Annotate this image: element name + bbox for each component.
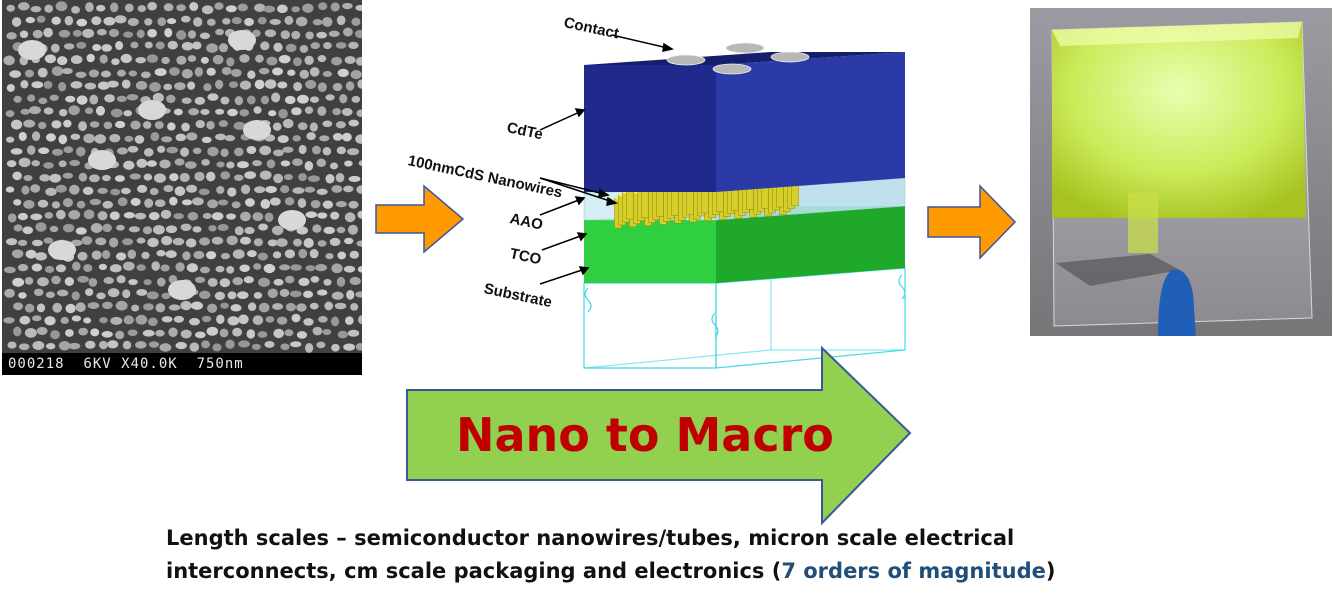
contact-pads xyxy=(666,42,810,75)
caption-line-2: interconnects, cm scale packaging and el… xyxy=(166,559,1056,583)
nano-to-macro-label: Nano to Macro xyxy=(456,408,834,462)
device-photo xyxy=(1030,8,1332,336)
caption-line-1: Length scales – semiconductor nanowires/… xyxy=(166,526,1015,550)
sem-scale-caption: 000218 6KV X40.0K 750nm xyxy=(2,353,362,375)
nano-to-macro-arrow xyxy=(406,345,912,526)
solar-cell-stack-diagram xyxy=(583,42,906,369)
nanowire-array-image xyxy=(2,0,362,353)
device-photo-image xyxy=(1030,8,1332,336)
orders-of-magnitude-highlight: 7 orders of magnitude xyxy=(781,559,1046,583)
label-pointers xyxy=(539,34,674,285)
orange-arrow-left xyxy=(375,184,465,254)
orange-arrow-right xyxy=(927,184,1017,260)
sem-micrograph: 000218 6KV X40.0K 750nm xyxy=(2,0,362,375)
length-scales-caption: Length scales – semiconductor nanowires/… xyxy=(166,522,1166,588)
cdte-layer xyxy=(584,52,905,192)
